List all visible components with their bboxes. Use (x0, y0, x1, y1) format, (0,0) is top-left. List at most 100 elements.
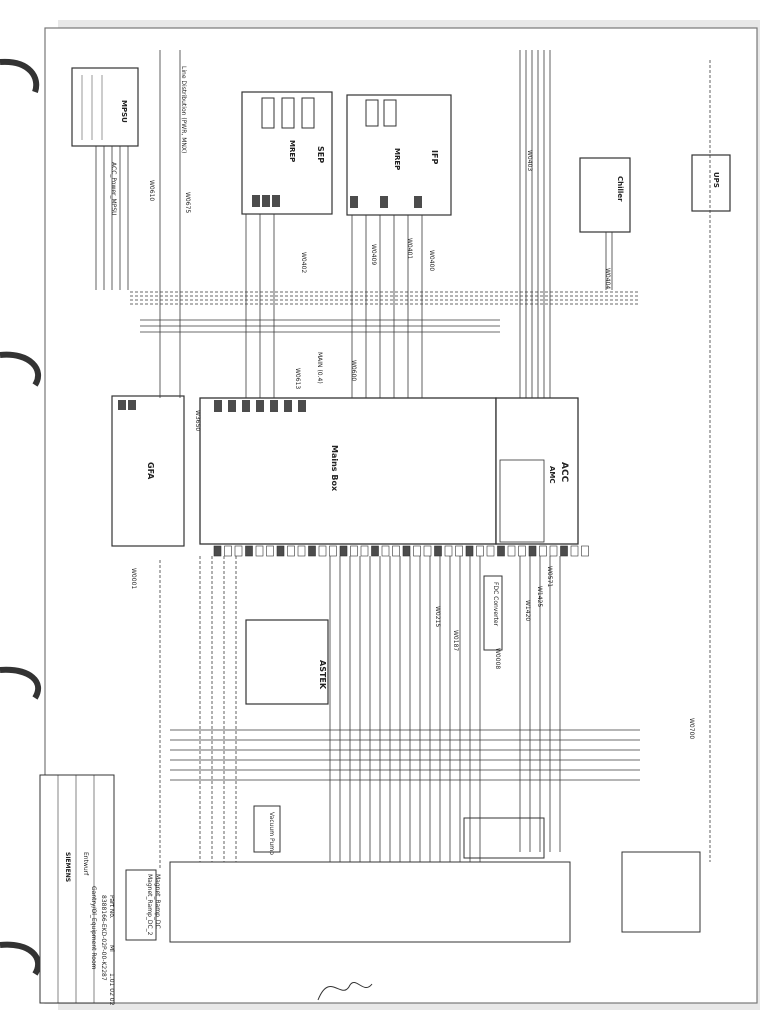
ifp-title: IFP (430, 150, 439, 164)
wire-label: W0403 (526, 150, 533, 171)
connector-terminal (413, 545, 421, 557)
magnet-label-2: Magnet_Ramp_DC_2 (146, 874, 153, 936)
connector-terminal (245, 545, 253, 557)
binder-rings (0, 58, 42, 976)
wire-label: W0001 (130, 568, 137, 589)
binder-ring-3 (0, 666, 42, 700)
vacuum-title: Vacuum Pump (268, 812, 275, 855)
connector-row (213, 545, 589, 557)
acc-title: ACC (559, 462, 569, 483)
connector-terminal (539, 545, 547, 557)
connector-terminal (423, 545, 432, 557)
connector-terminal (486, 545, 495, 557)
acc-subtitle: AMC (548, 466, 556, 484)
astek-block: ASTEK (245, 619, 329, 705)
magnet-label-1: Magnet_Ramp_DC (154, 874, 161, 929)
connector-terminal (455, 545, 463, 557)
binder-ring-2 (0, 351, 42, 387)
title-line2: Gantry/Ol_Equipment Room (90, 886, 97, 970)
fdc-converter-block: FDC Converter (483, 575, 503, 651)
astek-title: ASTEK (318, 660, 327, 690)
chiller-block: Chiller (579, 157, 631, 233)
wire-label: W0600 (350, 360, 357, 381)
connector-terminal (434, 545, 442, 557)
mains-box-title: Mains Box (330, 445, 339, 492)
wire-label: W0404 (604, 268, 611, 289)
connector-terminal (255, 545, 264, 557)
wire-label: W0187 (452, 630, 459, 651)
wire-label: W0613 (294, 368, 301, 389)
wire-label: W1420 (524, 600, 531, 621)
connector-terminal (276, 545, 285, 557)
sep-block: SEP MREP (241, 91, 333, 215)
gfa-block: GFA (111, 395, 185, 547)
connector-terminal (497, 545, 505, 557)
connector-terminal (339, 545, 348, 557)
wire-label: W0215 (434, 606, 441, 627)
wire-label: W0401 (406, 238, 413, 259)
binder-ring-1 (0, 58, 40, 94)
title-drawing-no: 8388166-EKD-02P-00-K2287 (100, 895, 107, 981)
connector-terminal (350, 545, 358, 557)
connector-terminal (465, 545, 474, 557)
connector-terminal (381, 545, 390, 557)
connector-terminal (392, 545, 400, 557)
connector-terminal (549, 545, 558, 557)
connector-terminal (234, 545, 243, 557)
connector-terminal (297, 545, 306, 557)
chiller-title: Chiller (616, 176, 624, 202)
wire-label: W3650 (194, 410, 201, 431)
connector-terminal (287, 545, 295, 557)
title-line1: Entwurf (82, 852, 89, 876)
drop-label: Line Distribution (PWR, MNX) (180, 66, 187, 153)
wire-label: W0571 (546, 566, 553, 587)
wire-label: W0610 (148, 180, 155, 201)
ups-title: UPS (712, 172, 720, 188)
vacuum-pump-block: Vacuum Pump (253, 805, 281, 855)
connector-terminal (570, 545, 579, 557)
fdc-title: FDC Converter (492, 582, 499, 627)
connector-terminal (560, 545, 568, 557)
signature-scribble (317, 982, 373, 1001)
connector-terminal (266, 545, 274, 557)
gfa-title: GFA (146, 462, 155, 480)
title-page: 1.01 02 02 (108, 973, 115, 1006)
mpsu-acc-label: ACC_Power_MPSU (110, 162, 117, 216)
connector-terminal (360, 545, 369, 557)
title-sheet: Ml (108, 945, 115, 952)
connector-terminal (402, 545, 411, 557)
ifp-block: IFP MREP (346, 94, 452, 216)
wire-label: W0400 (428, 250, 435, 271)
wire-label: W0675 (184, 192, 191, 213)
connector-terminal (476, 545, 484, 557)
mpsu-block: MPSU ACC_Power_MPSU (71, 67, 139, 216)
wire-label: W1425 (536, 586, 543, 607)
connector-terminal (308, 545, 316, 557)
wire-label: W0008 (494, 648, 501, 669)
wire-label: W0402 (300, 252, 307, 273)
wire-bundle (95, 50, 711, 870)
connector-terminal (581, 545, 589, 557)
lower-terminal-row: Magnet_Ramp_DC Magnet_Ramp_DC_2 (125, 817, 701, 943)
ups-block: UPS (691, 154, 731, 212)
connector-terminal (224, 545, 232, 557)
connector-terminal (518, 545, 526, 557)
connector-terminal (444, 545, 453, 557)
title-part-label: Part No. (108, 895, 115, 919)
connector-terminal (528, 545, 537, 557)
connector-terminal (318, 545, 327, 557)
mains-label: MAIN (0.4) (316, 352, 323, 384)
mpsu-title: MPSU (120, 100, 128, 123)
acc-block: ACC AMC (495, 397, 579, 545)
sep-title: SEP (316, 146, 325, 163)
connector-terminal (213, 545, 222, 557)
connector-terminal (371, 545, 379, 557)
title-block: SIEMENS Entwurf Gantry/Ol_Equipment Room… (39, 774, 115, 1006)
ifp-subtitle: MREP (393, 148, 401, 170)
connector-terminal (329, 545, 337, 557)
wire-label: W0409 (370, 244, 377, 265)
connector-terminal (507, 545, 516, 557)
